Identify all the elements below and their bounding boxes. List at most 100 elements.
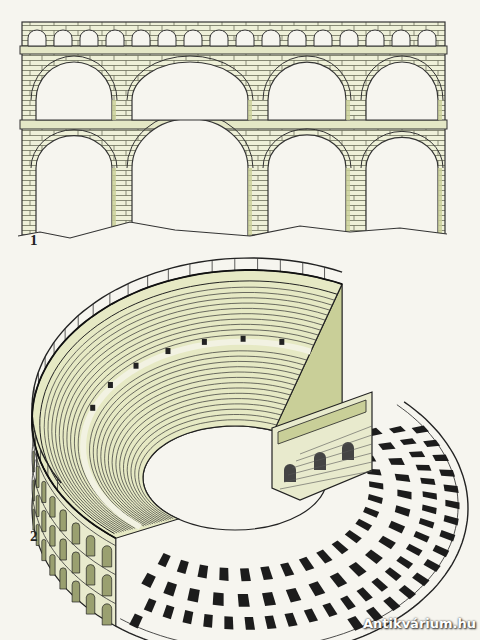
plan-pier	[144, 598, 157, 612]
gallery-post	[128, 284, 129, 296]
gallery-post	[302, 262, 303, 274]
plan-pier	[423, 440, 440, 447]
plan-pier	[141, 573, 156, 588]
gallery-post	[93, 304, 94, 316]
plan-pier	[369, 481, 383, 489]
plan-pier	[433, 545, 450, 558]
vomitorium	[279, 339, 284, 345]
plan-pier	[432, 455, 449, 462]
plan-pier	[316, 549, 332, 563]
facade-arch	[42, 481, 46, 502]
plan-pier	[423, 491, 438, 500]
upper-arch	[184, 30, 202, 46]
middle-arch	[36, 62, 112, 120]
upper-arch	[236, 30, 254, 46]
facade-arch	[50, 496, 55, 517]
facade-arch	[42, 539, 46, 560]
plan-pier	[262, 592, 276, 606]
ground	[18, 222, 447, 245]
plan-pier	[240, 568, 251, 581]
upper-arch	[288, 30, 306, 46]
plan-pier	[129, 614, 143, 629]
plan-pier	[177, 560, 189, 574]
plan-pier	[395, 474, 411, 482]
plan-pier	[322, 603, 337, 617]
lower-arch	[268, 135, 346, 240]
plan-pier	[309, 581, 326, 596]
plan-pier	[285, 613, 298, 627]
seat-row	[120, 393, 289, 521]
plan-pier	[330, 573, 348, 588]
plan-pier	[365, 550, 383, 564]
voussoir-ring	[31, 56, 117, 100]
plan-pier	[340, 596, 356, 610]
facade-arch	[102, 546, 112, 567]
middle-arch	[132, 62, 248, 120]
seat-row	[97, 361, 302, 525]
gallery-post	[168, 269, 169, 281]
seat-row	[52, 298, 330, 532]
upper-arch	[366, 30, 384, 46]
upper-arch	[80, 30, 98, 46]
seat-row	[124, 399, 286, 521]
plan-pier	[224, 616, 233, 629]
gallery-post	[212, 260, 213, 272]
facade-arch	[86, 565, 95, 585]
upper-arch	[28, 30, 46, 46]
plan-pier	[424, 559, 441, 572]
plan-pier	[412, 426, 429, 434]
facade-arch	[72, 581, 80, 602]
lower-arch	[36, 136, 112, 240]
ground-line	[18, 222, 447, 238]
plan-pier	[385, 567, 402, 581]
upper-arch	[262, 30, 280, 46]
upper-arch	[340, 30, 358, 46]
plan-pier	[349, 562, 367, 577]
facade-arch	[60, 568, 67, 589]
plan-pier	[406, 544, 423, 556]
plan-pier	[219, 567, 228, 581]
plan-pier	[396, 556, 413, 569]
upper-arch	[132, 30, 150, 46]
plan-pier	[383, 597, 400, 612]
plan-pier	[347, 616, 363, 631]
voussoir-ring	[127, 113, 253, 168]
middle-arch	[268, 62, 346, 120]
pier-shade	[248, 168, 252, 240]
plan-pier	[345, 530, 362, 543]
facade-arch	[42, 510, 46, 531]
stage-step	[296, 435, 372, 461]
facade-arch	[50, 525, 55, 546]
plan-pier	[439, 470, 455, 477]
cornice	[20, 46, 447, 54]
seat-row	[135, 415, 279, 520]
upper-arch	[392, 30, 410, 46]
gallery-post	[189, 264, 190, 276]
seat-row	[63, 314, 323, 530]
plan-pier	[400, 438, 417, 445]
voussoir-ring	[31, 130, 117, 168]
plan-pier	[304, 608, 318, 622]
plan-pier	[245, 617, 256, 630]
vomitorium	[108, 382, 113, 388]
seat-row	[131, 409, 281, 520]
plan-pier	[163, 605, 175, 619]
voussoir-ring	[361, 131, 443, 168]
facade-arch	[36, 495, 39, 516]
vomitorium	[241, 336, 246, 342]
plan-pier	[389, 426, 406, 433]
plan-pier	[260, 566, 273, 580]
seat-row	[105, 372, 298, 524]
vomitorium	[202, 339, 207, 345]
gallery-post	[147, 276, 148, 288]
plan-pier	[419, 518, 435, 529]
plan-pier	[412, 572, 429, 586]
gallery-post	[65, 329, 66, 341]
middle-arch	[366, 62, 438, 120]
vomitorium	[90, 405, 95, 411]
gallery-post	[234, 258, 235, 270]
plan-pier	[409, 451, 425, 457]
vomitorium	[165, 348, 170, 354]
seat-row	[127, 404, 283, 520]
